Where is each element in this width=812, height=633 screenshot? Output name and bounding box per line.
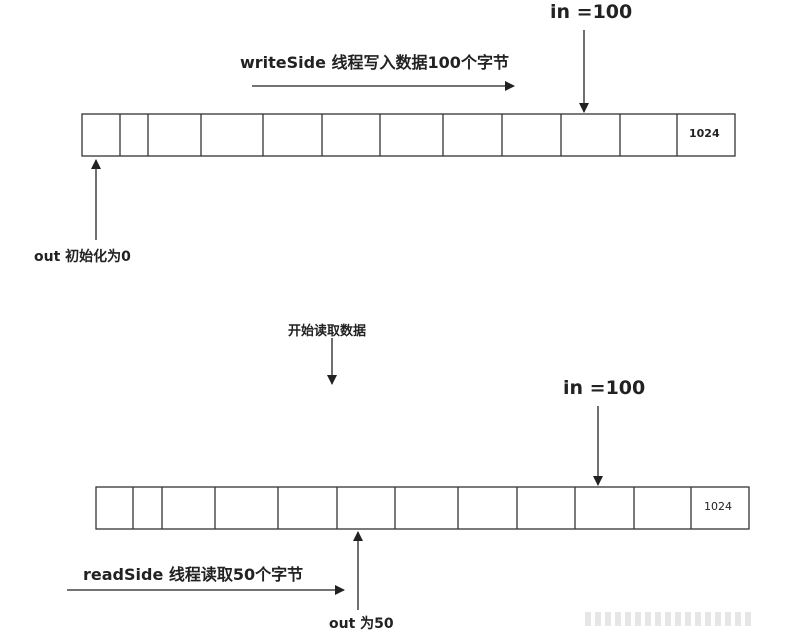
top-buffer-frame <box>81 113 736 157</box>
bottom-last-cell-label: 1024 <box>704 500 732 513</box>
top-last-cell-label: 1024 <box>689 127 720 140</box>
step-label: 开始读取数据 <box>288 324 367 339</box>
bottom-out-label: out 为50 <box>329 616 394 632</box>
bottom-buffer <box>95 486 750 530</box>
bottom-buffer-frame <box>95 486 750 530</box>
top-in-label: in =100 <box>550 1 633 23</box>
write-side-label: writeSide 线程写入数据100个字节 <box>240 53 509 72</box>
top-out-label: out 初始化为0 <box>34 249 131 265</box>
read-side-label: readSide 线程读取50个字节 <box>83 565 304 584</box>
watermark <box>585 612 755 626</box>
bottom-in-label: in =100 <box>563 377 646 399</box>
top-buffer <box>81 113 736 157</box>
